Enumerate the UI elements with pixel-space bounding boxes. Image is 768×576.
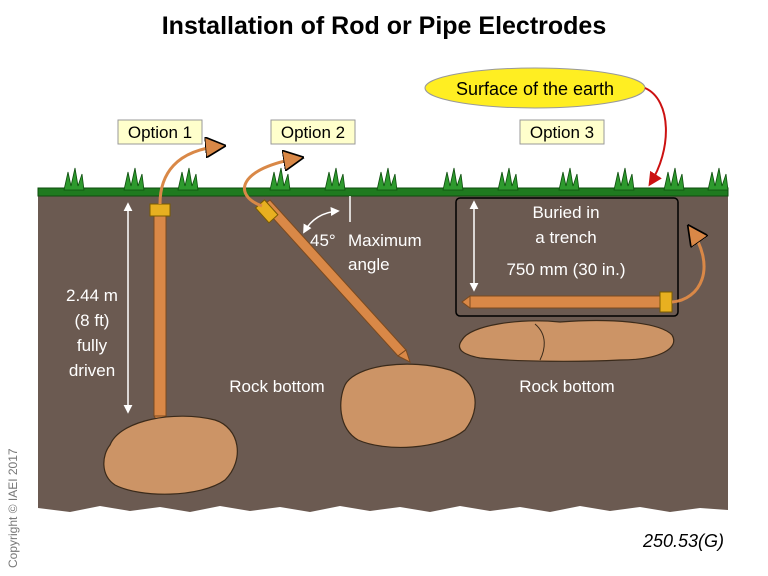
option-1-label: Option 1 [117, 119, 203, 145]
option-3-trench-line1: Buried in [532, 203, 599, 222]
option-2-text: Option 2 [281, 123, 345, 142]
option-1-rock [103, 415, 238, 495]
option-3-trench-depth: 750 mm (30 in.) [506, 260, 625, 279]
option-3-label: Option 3 [519, 119, 605, 145]
option-3-rock [458, 319, 675, 362]
option-3-rock-crack [534, 323, 545, 361]
option-1-depth-line4: driven [69, 361, 115, 380]
copyright-notice: Copyright © IAEI 2017 [6, 448, 20, 568]
option-2-angle-line2: angle [348, 255, 390, 274]
option-2-angle-line1: Maximum [348, 231, 422, 250]
option-1-depth-line3: fully [77, 336, 108, 355]
option-1-depth-line1: 2.44 m [66, 286, 118, 305]
option-2-rock-label: Rock bottom [229, 377, 324, 396]
option-2-conductor-arrow [243, 158, 300, 208]
diagram-title: Installation of Rod or Pipe Electrodes [161, 12, 607, 40]
option-3-trench-line2: a trench [535, 228, 596, 247]
option-2-rod [243, 158, 411, 363]
option-3-rod [461, 228, 704, 313]
option-3-conductor-arrow [671, 228, 704, 304]
option-2-angle-indicator [303, 196, 351, 234]
option-2-label: Option 2 [270, 119, 356, 145]
option-1-clamp [149, 203, 171, 217]
option-3-trench [455, 197, 679, 317]
option-2-rock [340, 363, 476, 448]
option-1-rod [149, 146, 222, 427]
option-3-clamp [659, 291, 673, 313]
option-3-rock-label: Rock bottom [519, 377, 614, 396]
surface-label: Surface of the earth [456, 79, 614, 99]
grass-tufts [63, 167, 729, 191]
option-2-angle-value: 45° [310, 231, 336, 250]
surface-callout: Surface of the earth [424, 67, 667, 187]
option-3-text: Option 3 [530, 123, 594, 142]
option-1-conductor-arrow [158, 146, 222, 205]
surface-pointer-arrow [644, 87, 667, 187]
figure-reference: 250.53(G) [642, 531, 724, 551]
option-1-depth-line2: (8 ft) [75, 311, 110, 330]
option-1-text: Option 1 [128, 123, 192, 142]
